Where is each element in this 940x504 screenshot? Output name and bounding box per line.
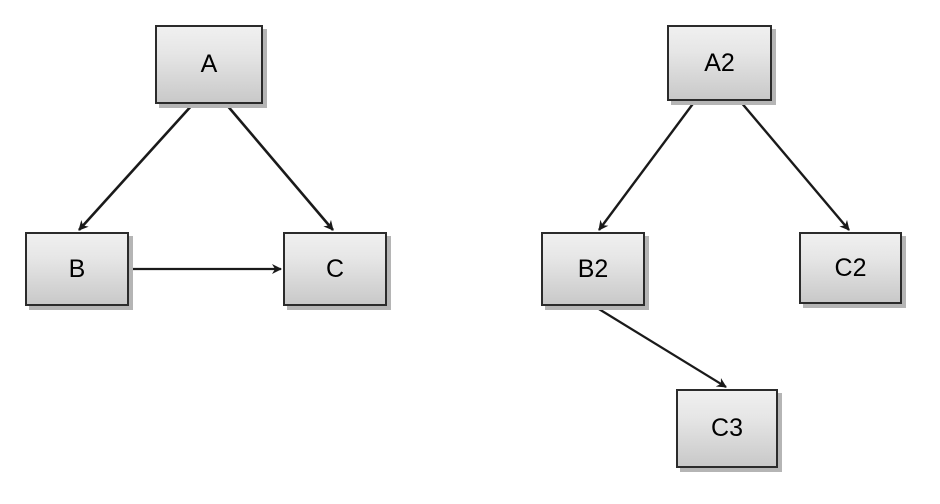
node-a2-label: A2	[704, 48, 735, 77]
node-c2[interactable]: C2	[799, 232, 902, 304]
node-c2-label: C2	[834, 253, 867, 282]
edge-a2-b2	[598, 100, 696, 231]
node-c[interactable]: C	[283, 232, 387, 306]
node-c3[interactable]: C3	[676, 389, 778, 468]
node-a-label: A	[200, 50, 218, 78]
edge-a-b	[78, 103, 194, 231]
node-c-label: C	[325, 254, 345, 283]
node-a[interactable]: A	[155, 25, 263, 104]
node-c3-label: C3	[711, 414, 743, 442]
node-b2-label: B2	[577, 254, 609, 283]
node-a2[interactable]: A2	[667, 25, 772, 101]
node-b2[interactable]: B2	[541, 232, 645, 306]
edge-a-c	[225, 103, 334, 231]
node-b[interactable]: B	[25, 232, 129, 306]
edge-a2-c2	[739, 100, 850, 231]
node-b-label: B	[68, 254, 86, 283]
edge-b2-c3	[593, 305, 727, 388]
